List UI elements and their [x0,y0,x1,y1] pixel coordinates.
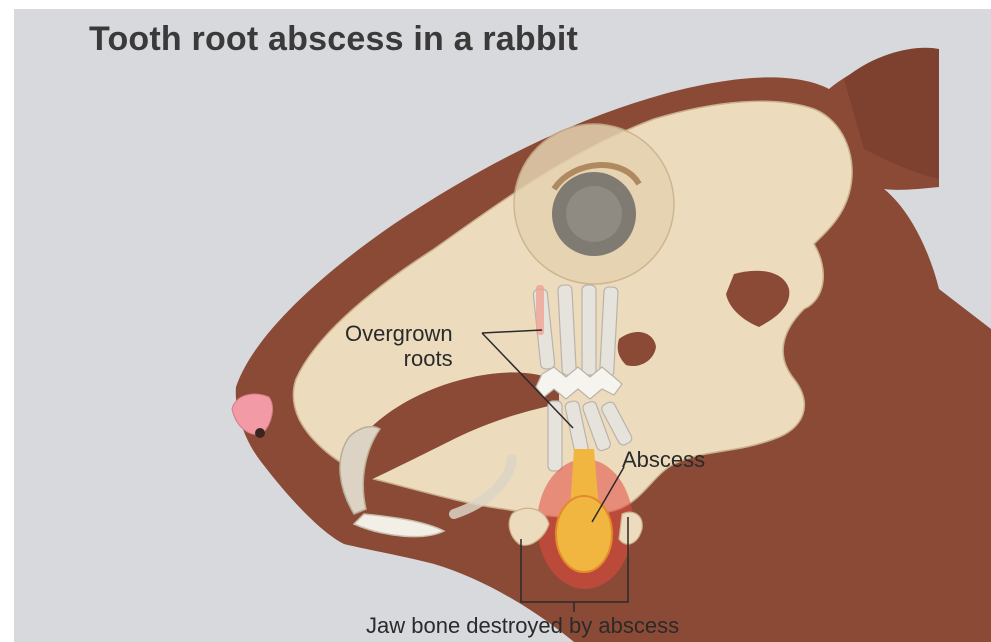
eye-pupil [566,186,622,242]
nostril [255,428,265,438]
label-overgrown-roots-line1: Overgrown [345,321,453,346]
label-jaw-bone: Jaw bone destroyed by abscess [366,613,679,638]
rabbit-head-illustration [14,9,991,642]
nose [232,394,273,434]
molar-root-3 [582,285,596,375]
lower-root-1 [548,401,562,471]
abscess [556,496,612,572]
label-overgrown-roots: Overgrown roots [345,321,453,371]
diagram-panel: Tooth root abscess in a rabbit Overgrown… [14,9,991,642]
label-abscess: Abscess [622,447,705,472]
label-overgrown-roots-line2: roots [345,346,453,371]
diagram-title: Tooth root abscess in a rabbit [89,20,578,59]
root-inflammation [536,285,544,335]
